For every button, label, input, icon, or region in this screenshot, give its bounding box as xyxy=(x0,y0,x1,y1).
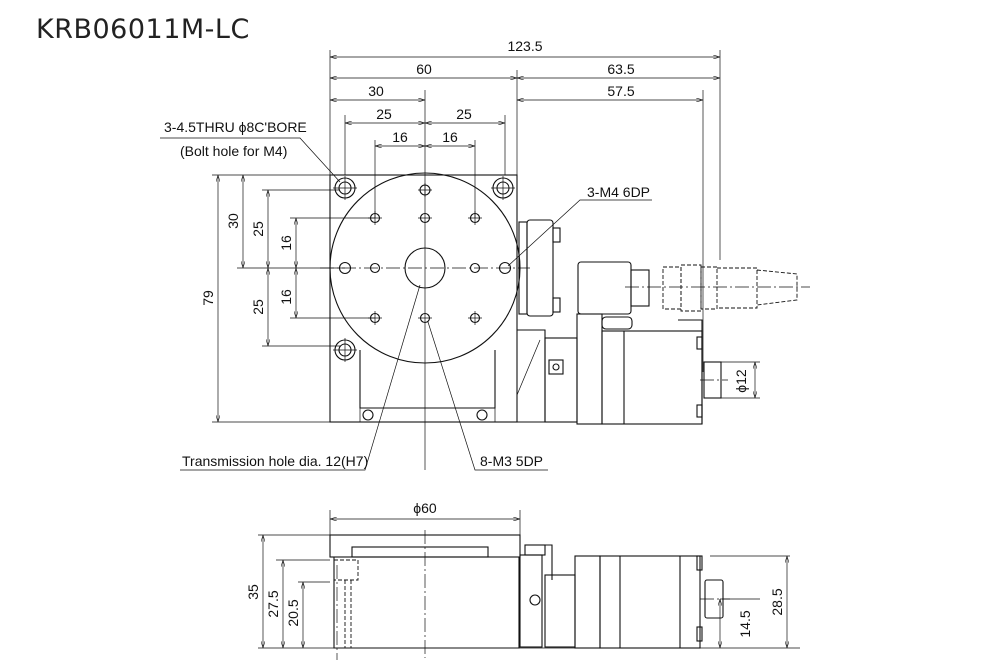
callout-transmission-hole: Transmission hole dia. 12(H7) xyxy=(182,453,368,469)
base-plate xyxy=(329,174,518,423)
dim-30: 30 xyxy=(368,83,384,99)
dim-60: 60 xyxy=(416,61,432,77)
dim-25-upper: 25 xyxy=(250,221,266,237)
dim-25-lower: 25 xyxy=(250,299,266,315)
dim-79: 79 xyxy=(200,290,216,306)
top-dimensions: 123.5 60 63.5 30 57.5 25 25 16 16 xyxy=(330,38,720,146)
cable-connector xyxy=(662,264,798,312)
side-view: ϕ60 xyxy=(258,500,800,660)
screw-icon xyxy=(362,409,374,421)
callout-m4: 3-M4 6DP xyxy=(587,184,650,200)
dim-30-v: 30 xyxy=(225,213,241,229)
callout-m3: 8-M3 5DP xyxy=(480,453,543,469)
callout-bolt-hole-note: (Bolt hole for M4) xyxy=(180,143,287,159)
dim-16-lower: 16 xyxy=(278,289,294,305)
bolt-holes xyxy=(333,176,515,362)
tapped-holes xyxy=(338,183,512,325)
dim-25-left: 25 xyxy=(376,106,392,122)
side-dimensions: 35 27.5 20.5 14.5 28.5 xyxy=(245,535,787,648)
dim-16-right: 16 xyxy=(442,129,458,145)
dim-20-5: 20.5 xyxy=(285,599,301,626)
dim-knob-dia: ϕ12 xyxy=(733,369,749,393)
dim-35: 35 xyxy=(245,584,261,600)
dim-16-left: 16 xyxy=(392,129,408,145)
callout-bolt-hole: 3-4.5THRU ϕ8C'BORE xyxy=(164,119,307,135)
dim-28-5: 28.5 xyxy=(769,588,785,615)
dim-27-5: 27.5 xyxy=(265,590,281,617)
dim-16-upper: 16 xyxy=(278,235,294,251)
dim-57-5: 57.5 xyxy=(607,83,634,99)
screw-icon xyxy=(476,409,488,421)
top-view xyxy=(212,50,810,470)
dim-123-5: 123.5 xyxy=(507,38,542,54)
left-dimensions: 79 30 25 25 16 16 ϕ12 xyxy=(200,175,755,422)
dim-14-5: 14.5 xyxy=(737,610,753,637)
dim-60-dia: ϕ60 xyxy=(413,500,437,516)
callouts: 3-4.5THRU ϕ8C'BORE (Bolt hole for M4) 3-… xyxy=(160,119,652,471)
drawing-title: KRB06011M-LC xyxy=(36,14,250,45)
dim-25-right: 25 xyxy=(456,106,472,122)
dim-63-5: 63.5 xyxy=(607,61,634,77)
